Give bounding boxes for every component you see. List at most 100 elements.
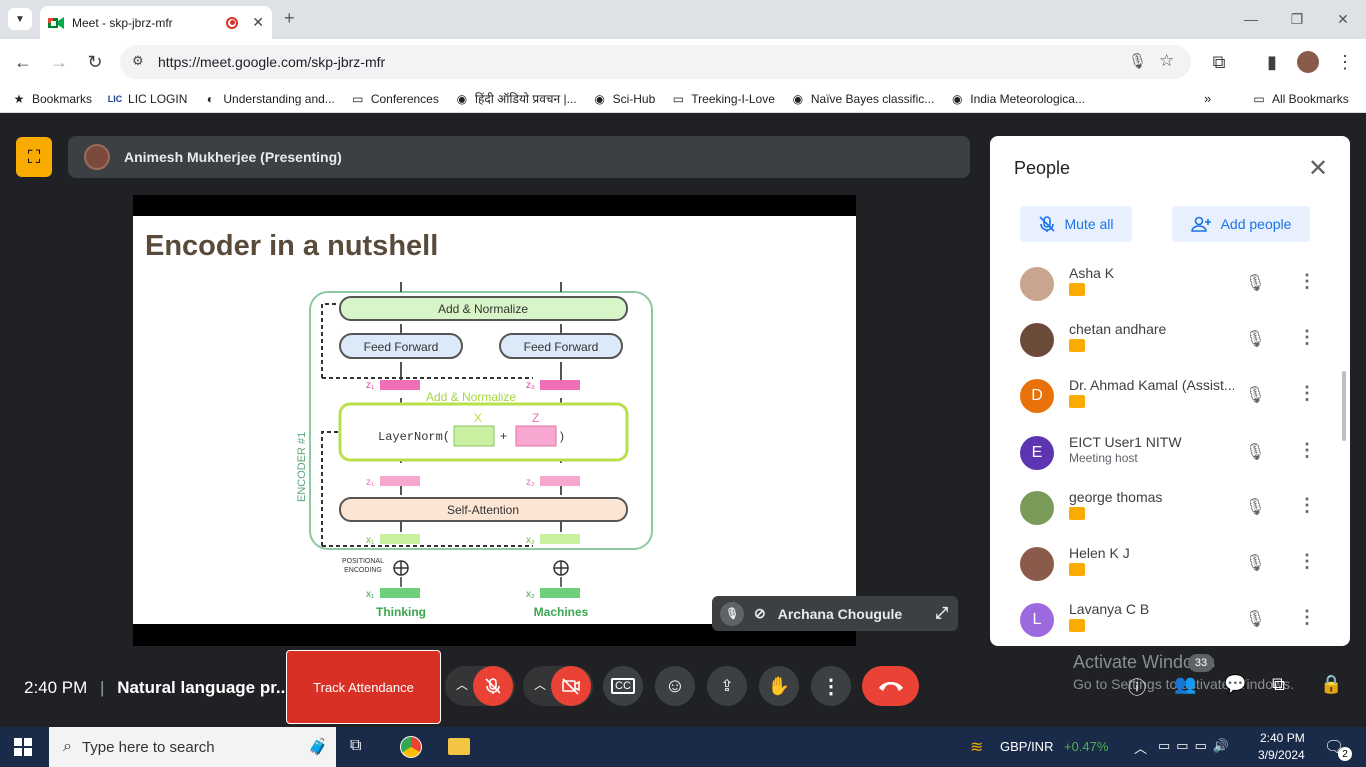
reload-button[interactable]: ↻ xyxy=(87,51,103,72)
task-view-icon[interactable]: ⧉ xyxy=(350,737,362,754)
tray-icons[interactable]: ▭▭▭🔊 xyxy=(1158,738,1236,753)
participant-row[interactable]: L Lavanya C B 🎙 ⋮ xyxy=(990,595,1332,646)
globe-icon: ◉ xyxy=(456,91,468,106)
bookmark-star-icon[interactable]: ☆ xyxy=(1159,51,1175,70)
bookmark-item[interactable]: ★Bookmarks xyxy=(13,91,93,106)
mic-off-icon[interactable]: 🎙 xyxy=(1245,499,1266,516)
address-bar[interactable]: ⚙ https://meet.google.com/skp-jbrz-mfr 🎙… xyxy=(120,45,1191,79)
back-button[interactable]: ← xyxy=(14,51,32,72)
new-tab-button[interactable]: + xyxy=(284,8,295,28)
profile-avatar[interactable] xyxy=(1297,51,1319,73)
track-attendance-button[interactable]: Track Attendance xyxy=(286,650,441,724)
self-attention-box xyxy=(339,497,628,522)
avatar: L xyxy=(1020,603,1054,637)
more-options-button[interactable]: ⋮ xyxy=(811,666,851,706)
forward-button[interactable]: → xyxy=(50,51,68,72)
participant-row[interactable]: Helen K J 🎙 ⋮ xyxy=(990,539,1332,595)
more-options-icon[interactable]: ⋮ xyxy=(1298,495,1316,515)
taskbar-time: 2:40 PM xyxy=(1260,731,1305,745)
bookmark-item[interactable]: ◉हिंदी ऑडियो प्रवचन |... xyxy=(456,91,577,107)
participant-row[interactable]: george thomas 🎙 ⋮ xyxy=(990,483,1332,539)
activities-icon[interactable]: ⧉ xyxy=(1272,674,1285,694)
mic-off-icon[interactable]: 🎙 xyxy=(1245,387,1266,404)
participant-row[interactable]: D Dr. Ahmad Kamal (Assist... 🎙 ⋮ xyxy=(990,371,1332,427)
restore-button[interactable]: ❐ xyxy=(1290,10,1304,27)
mic-off-icon[interactable]: 🎙 xyxy=(1245,275,1266,292)
participant-row[interactable]: chetan andhare 🎙 ⋮ xyxy=(990,315,1332,371)
slide: Encoder in a nutshell ENCODER #1 Add & N… xyxy=(133,216,856,624)
tab-search-button[interactable]: ▼ xyxy=(8,8,32,30)
camera-toggle-button[interactable] xyxy=(551,666,591,706)
presenter-name: Animesh Mukherjee (Presenting) xyxy=(124,149,342,165)
file-explorer-icon[interactable] xyxy=(448,738,470,755)
host-controls-icon[interactable]: 🔒 xyxy=(1320,674,1343,694)
bookmark-item[interactable]: ◉Sci-Hub xyxy=(594,91,656,106)
avatar xyxy=(1020,491,1054,525)
add-people-button[interactable]: Add people xyxy=(1172,206,1310,242)
add-normalize-label-2: Add & Normalize xyxy=(426,390,516,404)
bookmark-item[interactable]: ▭Conferences xyxy=(352,91,439,106)
add-normalize-box xyxy=(339,296,628,321)
people-scrollbar[interactable] xyxy=(1342,371,1346,441)
captions-button[interactable]: CC xyxy=(603,666,643,706)
mic-off-icon[interactable]: 🎙 xyxy=(1245,611,1266,628)
globe-icon: ◉ xyxy=(594,91,605,106)
self-view-tile[interactable]: 🎙 ⊘ Archana Chougule ⤢ xyxy=(712,596,958,631)
chrome-taskbar-icon[interactable] xyxy=(400,736,422,758)
browser-tab-meet[interactable]: Meet - skp-jbrz-mfr ✕ xyxy=(40,6,272,39)
chrome-menu-icon[interactable]: ⋮ xyxy=(1336,51,1354,72)
taskbar-search-box[interactable]: ⌕ Type here to search 🧳 xyxy=(49,727,336,767)
z2-label: z₂ xyxy=(526,380,535,391)
camera-off-badge-icon xyxy=(1069,339,1085,352)
mic-toggle-button[interactable] xyxy=(473,666,513,706)
more-options-icon[interactable]: ⋮ xyxy=(1298,440,1316,460)
expand-icon[interactable]: ⤢ xyxy=(935,604,948,622)
chat-icon[interactable]: 💬 xyxy=(1224,674,1247,694)
mic-off-icon[interactable]: 🎙 xyxy=(1245,555,1266,572)
more-options-icon[interactable]: ⋮ xyxy=(1298,607,1316,627)
url-text: https://meet.google.com/skp-jbrz-mfr xyxy=(158,54,386,70)
tab-close-icon[interactable]: ✕ xyxy=(252,14,264,30)
site-settings-icon[interactable]: ⚙ xyxy=(132,53,144,68)
more-bookmarks-icon[interactable]: » xyxy=(1204,91,1212,106)
minimize-button[interactable]: — xyxy=(1244,11,1258,27)
leave-call-button[interactable] xyxy=(862,666,919,706)
side-panel-icon[interactable]: ▮ xyxy=(1267,51,1277,72)
participant-row[interactable]: Asha K 🎙 ⋮ xyxy=(990,261,1332,315)
camera-off-icon xyxy=(562,678,580,695)
more-options-icon[interactable]: ⋮ xyxy=(1298,327,1316,347)
more-options-icon[interactable]: ⋮ xyxy=(1298,551,1316,571)
all-bookmarks[interactable]: ▭All Bookmarks xyxy=(1253,92,1349,106)
tray-chevron-icon[interactable]: ︿ xyxy=(1134,741,1148,756)
extensions-icon[interactable]: ⧉ xyxy=(1212,51,1226,72)
z-matrix xyxy=(515,425,557,447)
close-icon[interactable]: ✕ xyxy=(1308,155,1329,182)
globe-icon: ◉ xyxy=(792,91,804,106)
meeting-info-icon[interactable]: ⓘ xyxy=(1128,678,1146,698)
mute-all-button[interactable]: Mute all xyxy=(1020,206,1132,242)
mic-icon[interactable]: 🎙 xyxy=(1128,53,1148,70)
video-options-chevron-icon[interactable]: ︿ xyxy=(534,678,547,692)
reactions-button[interactable]: ☺ xyxy=(655,666,695,706)
people-icon[interactable]: 👥 xyxy=(1174,674,1197,694)
participant-row[interactable]: E EICT User1 NITW Meeting host 🎙 ⋮ xyxy=(990,428,1332,484)
bookmark-item[interactable]: ◐Understanding and... xyxy=(203,92,335,106)
raise-hand-button[interactable]: ✋ xyxy=(759,666,799,706)
mic-off-icon[interactable]: 🎙 xyxy=(1245,444,1266,461)
mic-off-icon[interactable]: 🎙 xyxy=(1245,331,1266,348)
bookmark-item[interactable]: ◉India Meteorologica... xyxy=(952,91,1085,106)
bookmark-item[interactable]: ▭Treeking-I-Love xyxy=(672,91,775,106)
encoder-diagram: ENCODER #1 Add & Normalize Feed Forward … xyxy=(296,282,653,619)
encoder-box xyxy=(309,291,653,550)
more-options-icon[interactable]: ⋮ xyxy=(1298,383,1316,403)
self-attention-label: Self-Attention xyxy=(447,503,519,517)
bookmark-item[interactable]: ◉Naïve Bayes classific... xyxy=(792,91,935,106)
close-window-button[interactable]: ✕ xyxy=(1337,10,1349,27)
more-options-icon[interactable]: ⋮ xyxy=(1298,271,1316,291)
x-label: X xyxy=(474,411,482,425)
present-button[interactable]: ⇪ xyxy=(707,666,747,706)
audio-options-chevron-icon[interactable]: ︿ xyxy=(456,678,469,692)
ticker-name[interactable]: GBP/INR xyxy=(1000,739,1054,754)
windows-start-icon[interactable] xyxy=(14,738,32,756)
